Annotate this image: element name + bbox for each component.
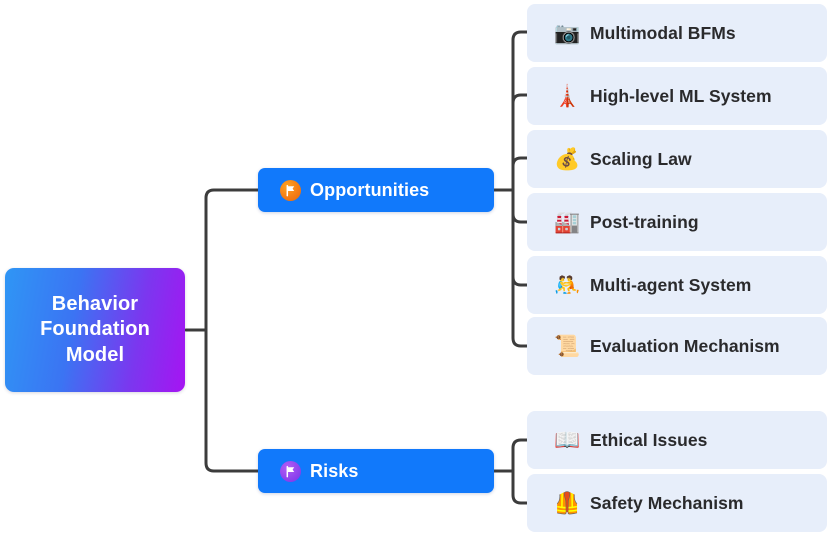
connector-opportunities-to-leaf-3: [511, 156, 529, 192]
leaf-node-evaluation-mechanism[interactable]: 📜 Evaluation Mechanism: [527, 317, 827, 375]
branch-label-opportunities: Opportunities: [310, 179, 430, 200]
connector-risks-to-leaf-1: [511, 438, 529, 473]
scroll-icon: 📜: [554, 333, 581, 358]
branch-node-risks[interactable]: Risks: [258, 449, 494, 493]
leaf-label: Post-training: [590, 211, 699, 232]
people-wrestling-icon: 🤼: [554, 272, 581, 297]
flag-icon: [280, 460, 301, 482]
leaf-node-post-training[interactable]: 🏭 Post-training: [527, 193, 827, 251]
leaf-label: Multimodal BFMs: [590, 22, 736, 43]
safety-vest-icon: 🦺: [554, 490, 581, 515]
money-bag-icon: 💰: [554, 146, 581, 171]
leaf-label: Ethical Issues: [590, 429, 708, 450]
connector-root-to-opportunities: [204, 188, 260, 332]
branch-label-risks: Risks: [310, 460, 359, 481]
leaf-label: Multi-agent System: [590, 274, 752, 295]
connector-opportunities-to-leaf-6: [511, 188, 529, 348]
flag-icon: [280, 179, 301, 201]
tower-icon: 🗼: [554, 83, 581, 108]
connector-opportunities-to-leaf-4: [511, 188, 529, 224]
connector-root-to-risks: [204, 328, 260, 473]
leaf-node-scaling-law[interactable]: 💰 Scaling Law: [527, 130, 827, 188]
leaf-node-safety-mechanism[interactable]: 🦺 Safety Mechanism: [527, 474, 827, 532]
factory-icon: 🏭: [554, 209, 581, 234]
connector-opportunities-to-leaf-5: [511, 188, 529, 287]
connector-risks-to-leaf-2: [511, 469, 529, 505]
leaf-label: High-level ML System: [590, 85, 772, 106]
leaf-node-multi-agent-system[interactable]: 🤼 Multi-agent System: [527, 256, 827, 314]
leaf-label: Evaluation Mechanism: [590, 335, 780, 356]
root-node[interactable]: Behavior Foundation Model: [5, 268, 185, 392]
branch-node-opportunities[interactable]: Opportunities: [258, 168, 494, 212]
camera-icon: 📷: [554, 20, 581, 45]
leaf-node-high-level-ml-system[interactable]: 🗼 High-level ML System: [527, 67, 827, 125]
connector-opportunities-to-leaf-1: [511, 30, 529, 192]
root-node-label: Behavior Foundation Model: [40, 292, 150, 366]
leaf-label: Scaling Law: [590, 148, 692, 169]
leaf-node-multimodal-bfms[interactable]: 📷 Multimodal BFMs: [527, 4, 827, 62]
leaf-label: Safety Mechanism: [590, 492, 744, 513]
leaf-node-ethical-issues[interactable]: 📖 Ethical Issues: [527, 411, 827, 469]
connector-opportunities-to-leaf-2: [511, 93, 529, 192]
open-book-icon: 📖: [554, 427, 581, 452]
